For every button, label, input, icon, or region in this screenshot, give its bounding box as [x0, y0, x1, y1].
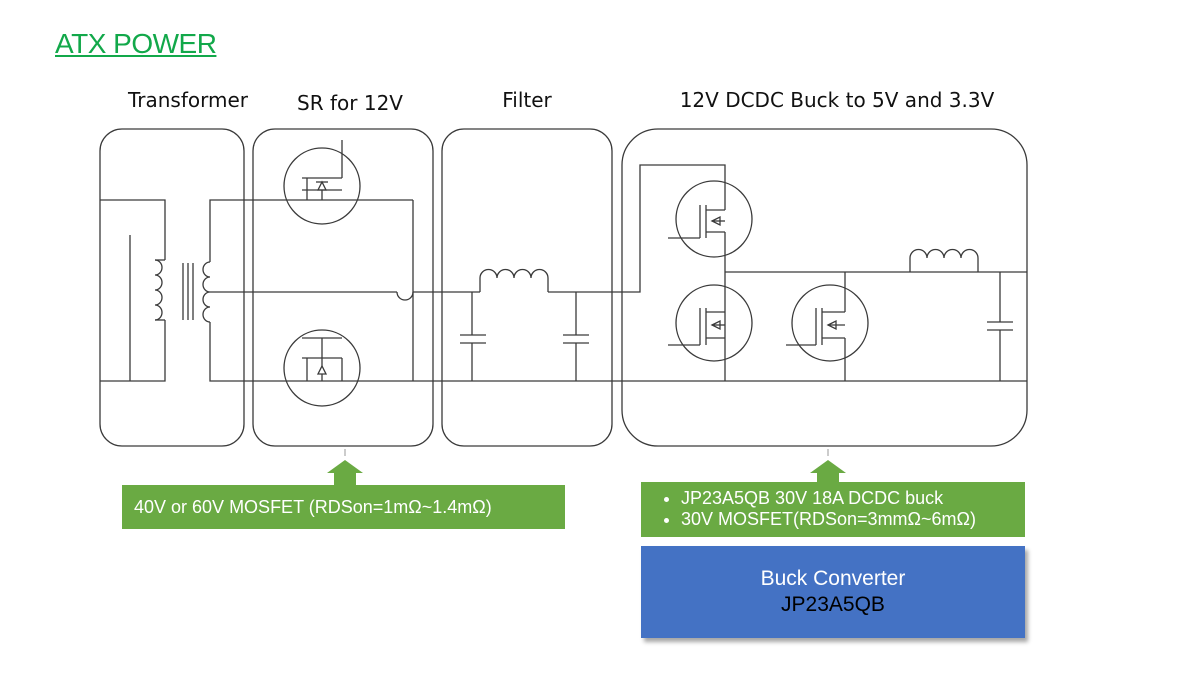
frame-transformer: [99, 128, 245, 447]
wire-crossover: [396, 291, 414, 301]
buck-converter-part: JP23A5QB: [781, 593, 885, 616]
frame-filter: [441, 128, 613, 447]
callout-buck-item: 30V MOSFET(RDSon=3mmΩ~6mΩ): [681, 509, 1025, 530]
label-filter: Filter: [502, 88, 552, 112]
arrow-up-buck: [810, 460, 846, 483]
callout-buck-item: JP23A5QB 30V 18A DCDC buck: [681, 488, 1025, 509]
label-sr: SR for 12V: [297, 91, 403, 115]
frame-sr: [252, 128, 434, 447]
sr-mosfet-bottom: [283, 329, 361, 407]
sr-mosfet-top: [283, 140, 361, 225]
callout-buck-specs: JP23A5QB 30V 18A DCDC buck 30V MOSFET(RD…: [641, 482, 1025, 537]
label-transformer: Transformer: [127, 88, 249, 112]
arrow-up-sr: [327, 460, 363, 486]
filter-circuit: [442, 268, 612, 381]
page-title: ATX POWER: [55, 28, 217, 59]
callout-sr-mosfet: 40V or 60V MOSFET (RDSon=1mΩ~1.4mΩ): [122, 485, 565, 529]
transformer-symbol: [100, 199, 244, 382]
schematic-background: [92, 121, 1031, 449]
callout-sr-text: 40V or 60V MOSFET (RDSon=1mΩ~1.4mΩ): [134, 496, 492, 517]
buck-converter-title: Buck Converter: [760, 567, 906, 590]
label-buck: 12V DCDC Buck to 5V and 3.3V: [679, 88, 995, 112]
buck-converter-box: Buck Converter JP23A5QB: [641, 546, 1025, 638]
frame-buck: [621, 128, 1028, 447]
buck-circuit: [668, 180, 1027, 381]
